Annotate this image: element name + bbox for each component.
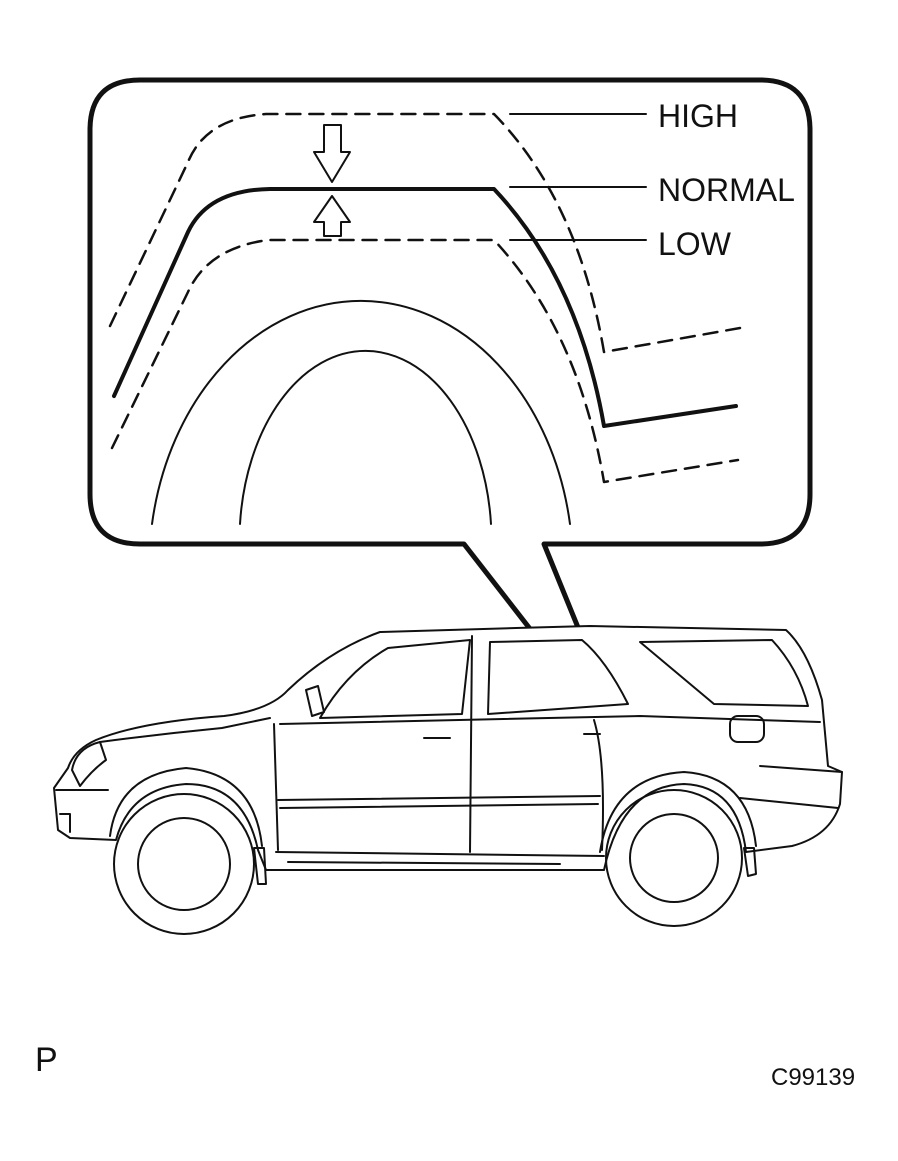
rear-tire — [605, 789, 743, 927]
front-door-outline — [273, 635, 473, 853]
fender-line-normal — [112, 187, 738, 428]
fuel-door — [729, 715, 765, 743]
rear-mud-flap — [743, 847, 757, 877]
wheel-detail: HIGH NORMAL LOW — [108, 98, 795, 525]
arrow-up-icon — [313, 195, 351, 237]
wheel-inner-arc — [239, 349, 492, 525]
front-window — [319, 639, 471, 719]
rear-door-window — [487, 639, 629, 715]
body-side-molding — [277, 795, 601, 809]
rear-bumper — [739, 765, 843, 809]
fender-line-high — [108, 112, 742, 354]
front-rim — [137, 817, 231, 911]
arrow-down-icon — [313, 124, 351, 183]
rocker-panel — [275, 851, 605, 865]
label-low: LOW — [658, 226, 732, 262]
belt-line — [279, 715, 821, 725]
tire-outer-arc — [151, 299, 571, 525]
figure-code: C99139 — [771, 1064, 856, 1091]
label-normal: NORMAL — [658, 172, 795, 208]
rear-wheel-arch — [599, 771, 757, 853]
suv-side-view — [53, 625, 843, 935]
front-bumper — [55, 789, 109, 833]
headlight — [71, 741, 107, 787]
label-high: HIGH — [658, 98, 738, 134]
quarter-window — [639, 639, 809, 707]
front-tire — [113, 793, 255, 935]
hood-line — [99, 717, 271, 743]
section-mark: P — [35, 1041, 58, 1079]
rear-rim — [629, 813, 719, 903]
front-mud-flap — [253, 847, 267, 885]
side-mirror — [305, 685, 325, 717]
fender-line-low — [110, 238, 740, 484]
rear-door-outline — [593, 719, 604, 851]
front-wheel-arch — [109, 767, 263, 847]
